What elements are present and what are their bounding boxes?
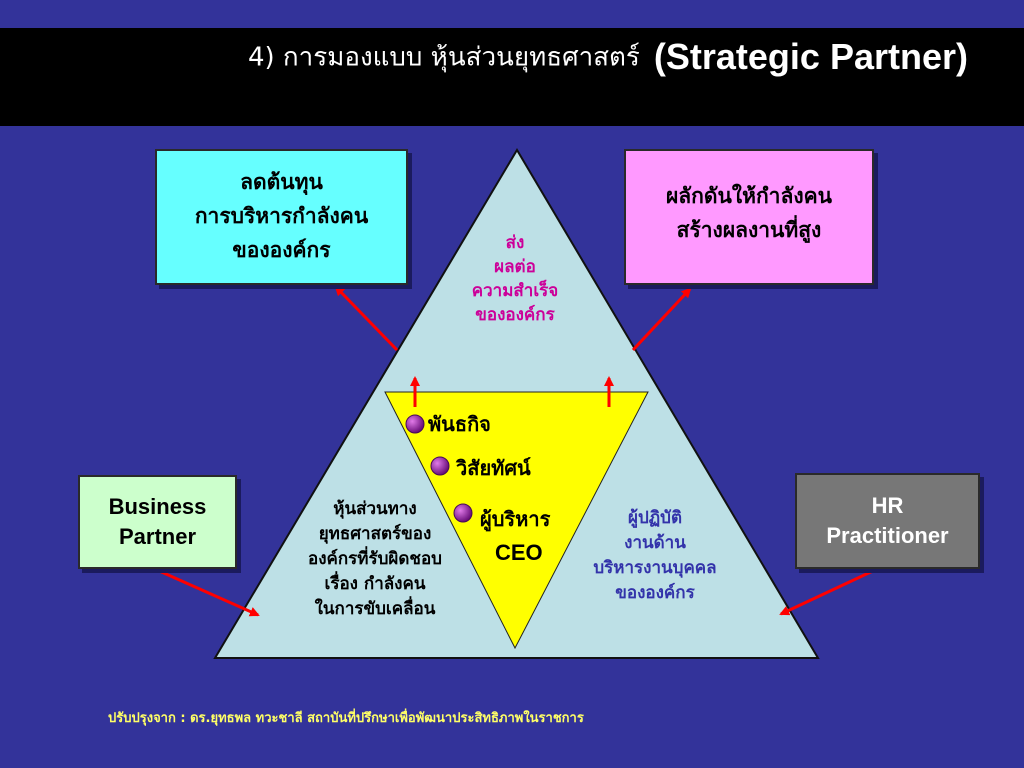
title-english: (Strategic Partner) xyxy=(653,36,968,77)
bullet-icon xyxy=(430,456,450,476)
cost-box-line: ขององค์กร xyxy=(232,238,331,262)
cost-box-line: ลดต้นทุน xyxy=(240,170,323,194)
apex-line: ผลต่อ xyxy=(494,257,536,277)
push-box-line: ผลักดันให้กำลังคน xyxy=(665,184,832,208)
title-thai: 4) การมองแบบ หุ้นส่วนยุทธศาสตร์ xyxy=(247,42,640,73)
strategic-partner-text: หุ้นส่วนทาง ยุทธศาสตร์ของ องค์กรที่รับผิ… xyxy=(270,497,480,622)
business-partner-line: Partner xyxy=(118,524,197,549)
right-line: งานด้าน xyxy=(624,533,686,553)
page-title: 4) การมองแบบ หุ้นส่วนยุทธศาสตร์ (Strategi… xyxy=(0,36,968,78)
cost-box-line: การบริหารกำลังคน xyxy=(194,204,369,228)
apex-text: ส่ง ผลต่อ ความสำเร็จ ขององค์กร xyxy=(430,231,600,327)
hr-practitioner-line: Practitioner xyxy=(826,523,949,548)
apex-line: ขององค์กร xyxy=(475,305,555,325)
ceo-label: CEO xyxy=(495,540,543,565)
cost-reduction-box: ลดต้นทุน การบริหารกำลังคน ขององค์กร xyxy=(155,149,408,285)
inner-triangle xyxy=(384,391,649,650)
business-partner-box: Business Partner xyxy=(78,475,237,569)
business-partner-line: Business xyxy=(108,494,207,519)
left-line: องค์กรที่รับผิดชอบ xyxy=(308,549,442,569)
hr-practitioner-line: HR xyxy=(871,493,904,518)
vision-item: วิสัยทัศน์ xyxy=(456,456,531,480)
executive-item: ผู้บริหาร xyxy=(480,507,551,531)
left-line: หุ้นส่วนทาง xyxy=(333,499,417,519)
right-line: บริหารงานบุคคล xyxy=(593,558,717,578)
source-footer: ปรับปรุงจาก : ดร.ยุทธพล ทวะชาลี สถาบันที… xyxy=(108,711,584,726)
right-line: ขององค์กร xyxy=(615,583,695,603)
left-line: ยุทธศาสตร์ของ xyxy=(318,524,432,544)
title-bar: 4) การมองแบบ หุ้นส่วนยุทธศาสตร์ (Strategi… xyxy=(0,28,1024,126)
bullet-icon xyxy=(405,414,425,434)
left-line: ในการขับเคลื่อน xyxy=(314,599,436,619)
right-line: ผู้ปฏิบัติ xyxy=(628,508,682,528)
arrow-to-push-box xyxy=(631,287,692,352)
apex-line: ความสำเร็จ xyxy=(471,281,559,301)
performance-push-box: ผลักดันให้กำลังคน สร้างผลงานที่สูง xyxy=(624,149,874,285)
left-line: เรื่อง กำลังคน xyxy=(324,574,426,594)
apex-line: ส่ง xyxy=(505,233,525,253)
arrow-from-business-partner xyxy=(156,568,260,617)
push-box-line: สร้างผลงานที่สูง xyxy=(676,218,822,242)
arrow-to-cost-box xyxy=(334,285,399,352)
mission-item: พันธกิจ xyxy=(428,412,491,436)
arrow-from-hr-practitioner xyxy=(779,568,876,616)
bullet-icon xyxy=(453,503,473,523)
hr-practitioner-box: HR Practitioner xyxy=(795,473,980,569)
hr-practitioner-text: ผู้ปฏิบัติ งานด้าน บริหารงานบุคคล ขององค… xyxy=(560,506,750,606)
